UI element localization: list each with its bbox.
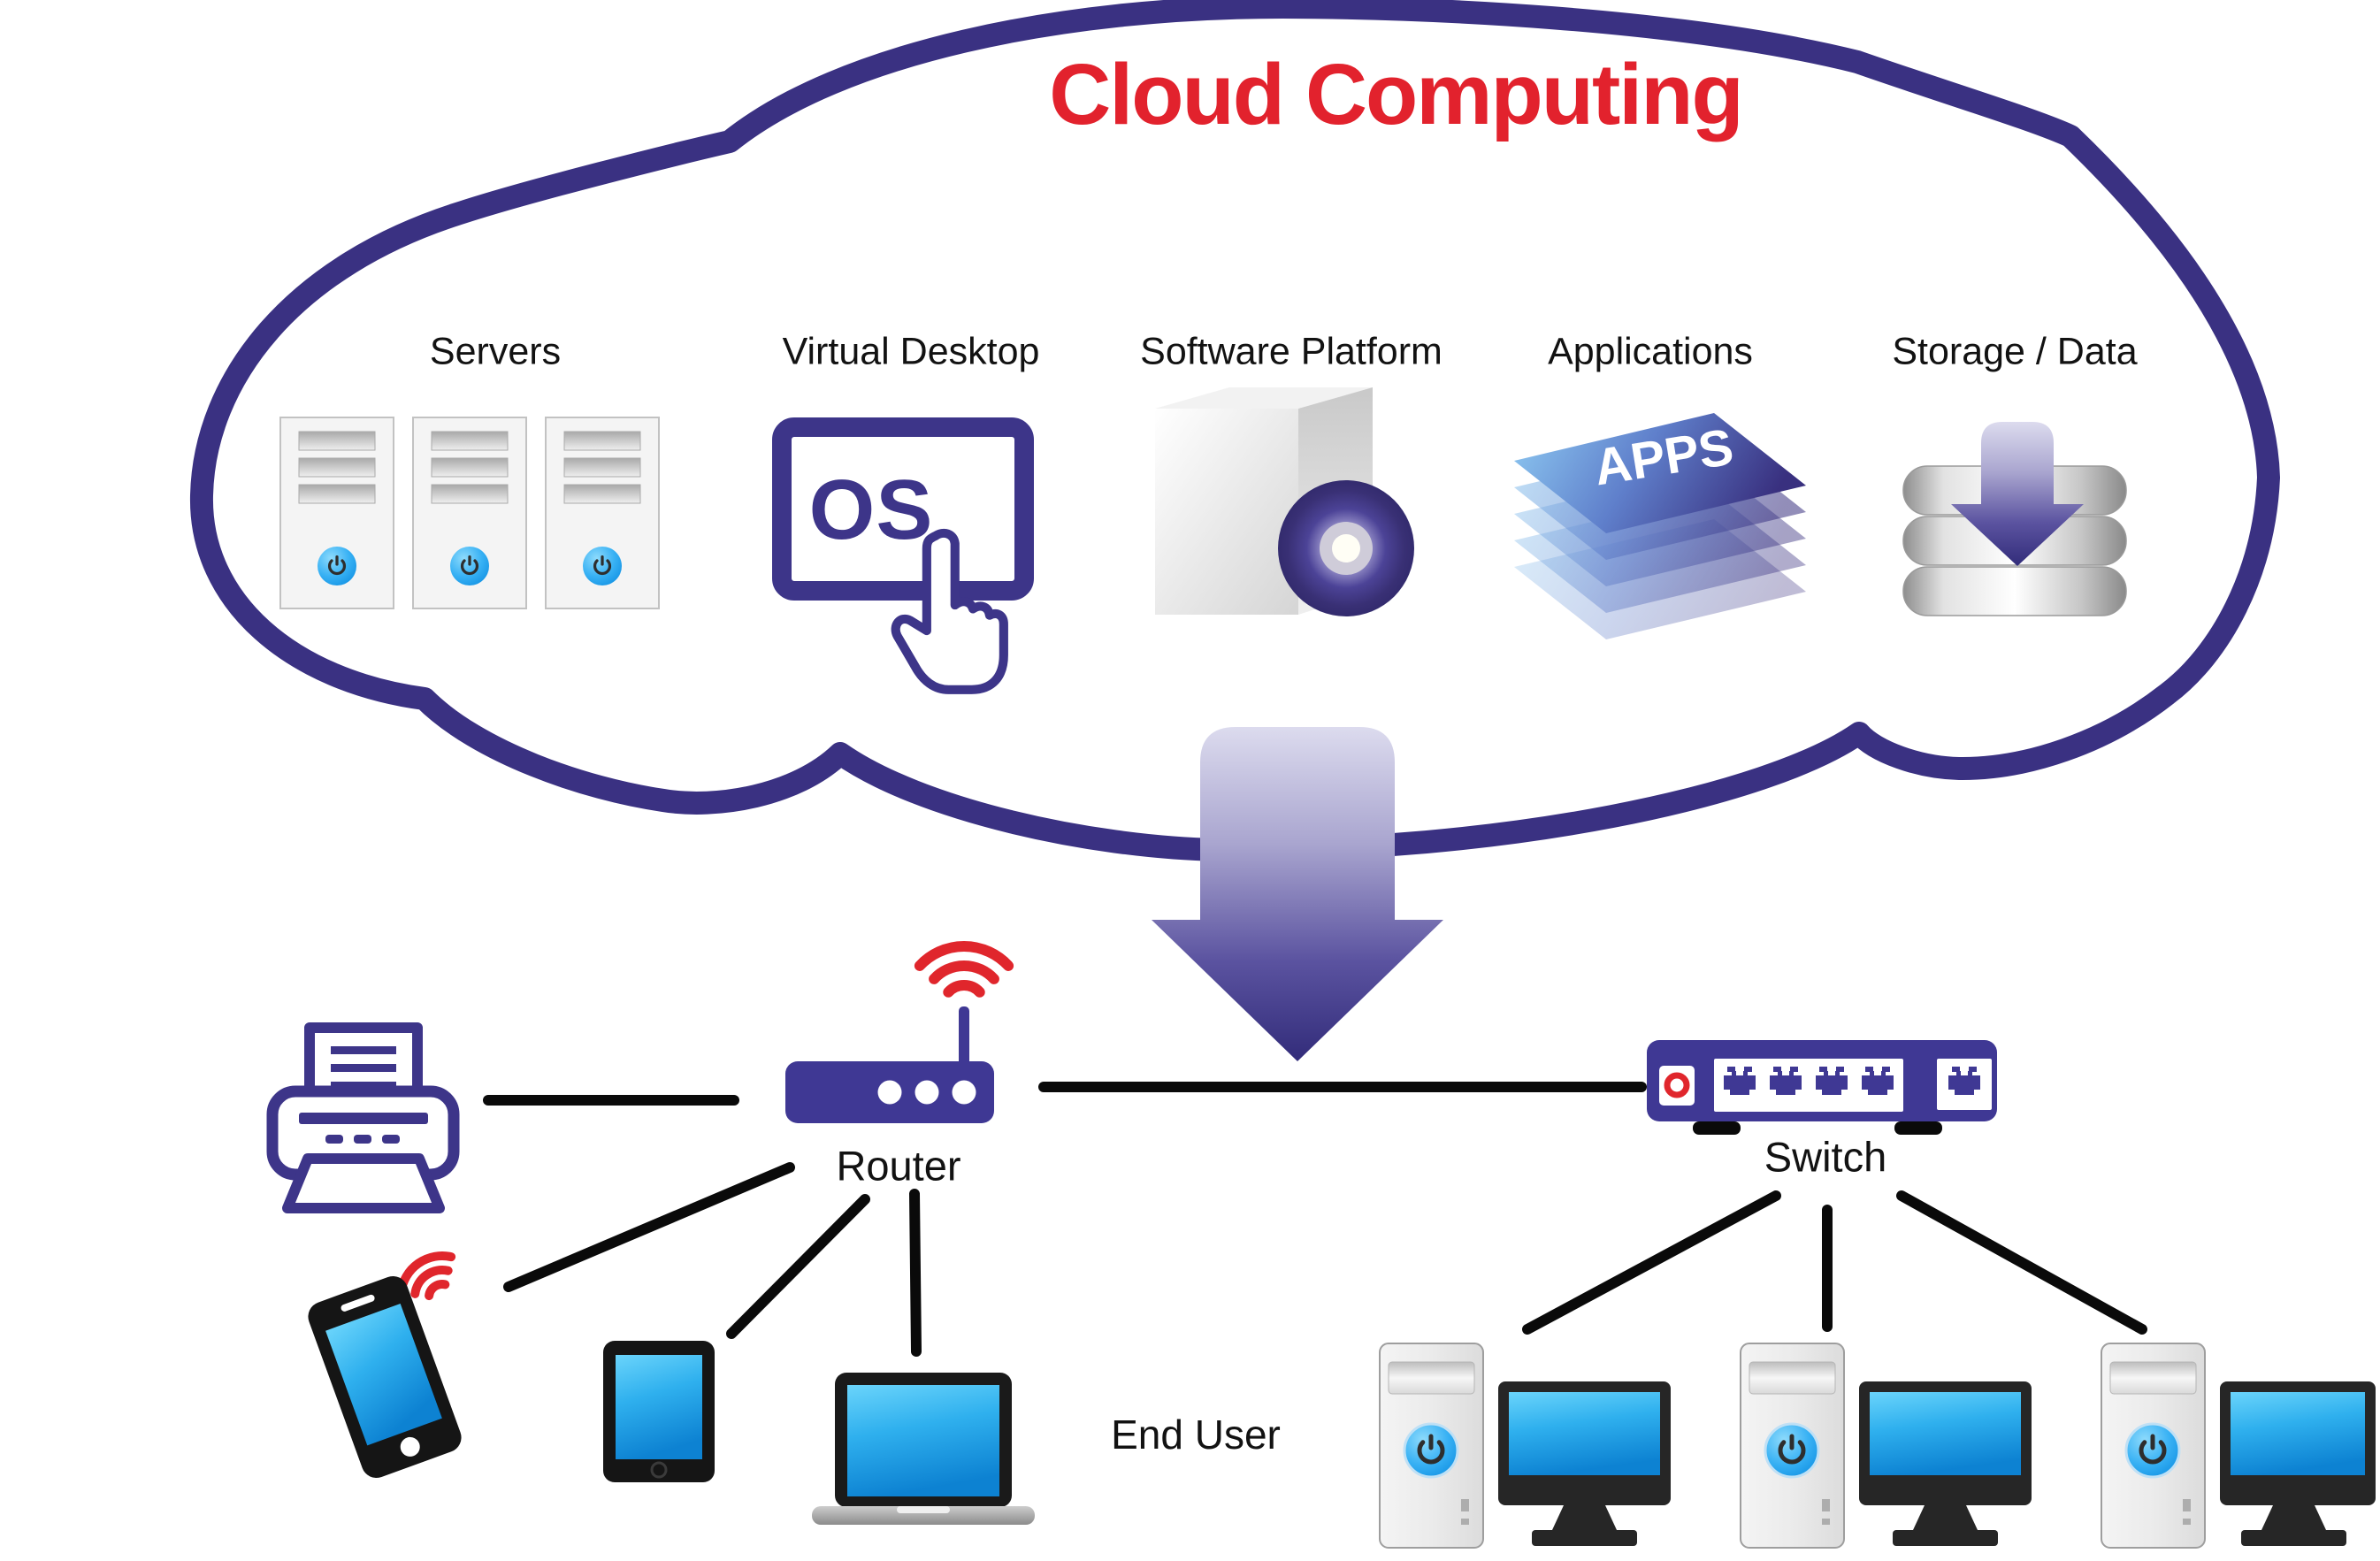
section-label-servers: Servers: [429, 330, 562, 373]
laptop-icon: [812, 1373, 1035, 1525]
router-label: Router: [836, 1142, 961, 1190]
power-button-icon: [583, 547, 622, 585]
smartphone-icon: [308, 1251, 462, 1479]
connection-lines: [483, 1082, 2147, 1357]
server-towers-icon: [279, 417, 660, 609]
virtual-desktop-os-icon: [772, 417, 1034, 694]
power-button-icon: [1403, 1422, 1459, 1479]
switch-icon: [1647, 1040, 1997, 1135]
section-label-virtual-desktop: Virtual Desktop: [782, 330, 1040, 373]
desktop-pc-1: [1379, 1343, 1671, 1549]
diagram-title: Cloud Computing: [1049, 46, 1744, 142]
line-switch-pc3: [1896, 1190, 2147, 1335]
server-tower-3: [545, 417, 660, 609]
section-label-software-platform: Software Platform: [1140, 330, 1443, 373]
line-router-smartphone: [503, 1162, 795, 1292]
cloud-to-network-arrow-icon: [1152, 727, 1443, 1061]
download-arrow-icon: [1951, 422, 2084, 566]
desktop-pc-2: [1740, 1343, 2032, 1549]
server-tower-1: [279, 417, 394, 609]
wifi-signal-icon: [914, 941, 1014, 998]
section-label-applications: Applications: [1548, 330, 1753, 373]
touch-hand-icon: [891, 528, 1008, 694]
section-label-storage-data: Storage / Data: [1892, 330, 2138, 373]
end-user-label: End User: [1111, 1412, 1281, 1458]
router-antenna: [959, 1006, 969, 1070]
server-tower-2: [412, 417, 527, 609]
power-button-icon: [450, 547, 489, 585]
switch-power-led-icon: [1664, 1072, 1690, 1098]
tablet-icon: [603, 1341, 715, 1482]
desktop-pc-3: [2101, 1343, 2376, 1549]
storage-download-icon: [1902, 422, 2127, 616]
os-screen-text: OS: [808, 463, 934, 557]
switch-label: Switch: [1764, 1133, 1887, 1181]
router-icon: [785, 941, 1014, 1123]
line-switch-pc1: [1522, 1190, 1781, 1335]
power-button-icon: [2124, 1422, 2181, 1479]
power-button-icon: [1764, 1422, 1820, 1479]
printer-icon: [266, 1022, 460, 1213]
line-router-laptop: [909, 1189, 922, 1357]
software-box-disc-icon: [1155, 387, 1414, 616]
apps-stack-icon: [1514, 413, 1806, 639]
power-button-icon: [318, 547, 356, 585]
line-router-tablet: [726, 1194, 870, 1339]
